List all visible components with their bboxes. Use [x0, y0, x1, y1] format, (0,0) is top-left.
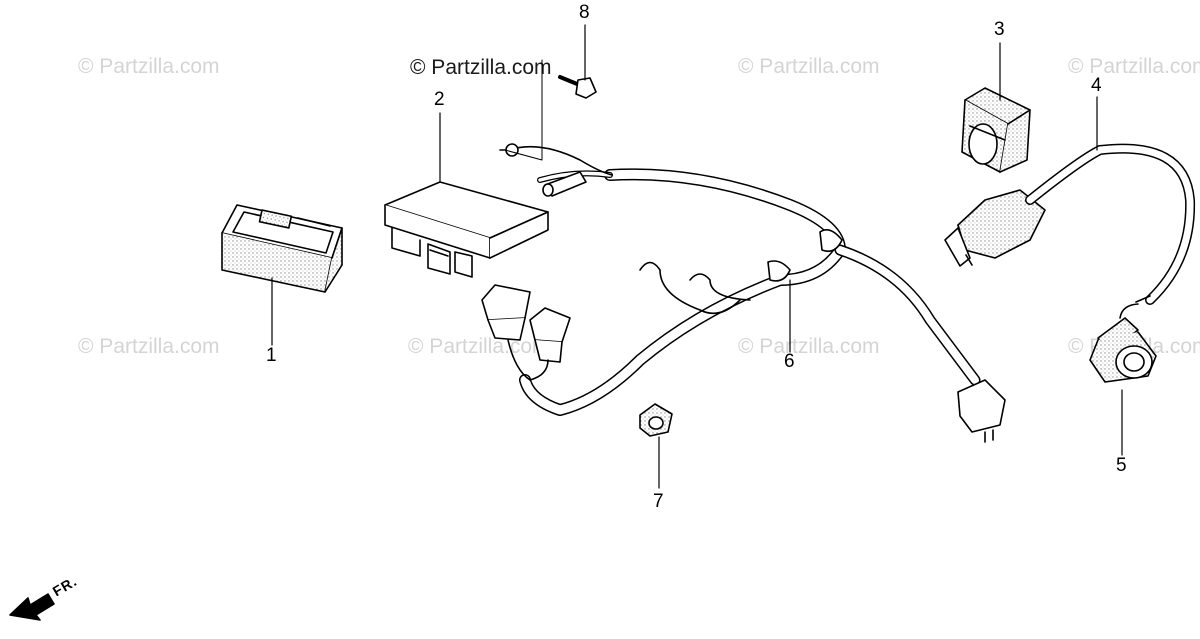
watermark: © Partzilla.com — [78, 55, 220, 78]
callout-8: 8 — [579, 2, 590, 23]
callout-2: 2 — [434, 89, 445, 110]
callout-6: 6 — [784, 351, 795, 372]
callout-7: 7 — [653, 491, 664, 512]
front-direction-arrow — [9, 593, 55, 621]
connector-box-part — [221, 204, 343, 293]
leader-lines — [271, 24, 1123, 489]
harness-clip-part — [639, 403, 673, 437]
callout-1: 1 — [266, 345, 277, 366]
clamp-block-part — [961, 87, 1031, 173]
watermark: © Partzilla.com — [738, 335, 880, 358]
brand-label: © Partzilla.com — [410, 56, 552, 79]
control-unit-part — [384, 181, 549, 278]
callout-5: 5 — [1116, 455, 1127, 476]
watermark: © Partzilla.com — [78, 335, 220, 358]
watermark: © Partzilla.com — [408, 335, 550, 358]
callout-3: 3 — [994, 19, 1005, 40]
bolt-part — [504, 59, 597, 161]
spark-plug-cap-part — [1089, 303, 1157, 383]
wire-harness-part — [481, 143, 1006, 443]
watermark: © Partzilla.com — [1068, 55, 1200, 78]
watermark: © Partzilla.com — [738, 55, 880, 78]
ignition-coil-part — [944, 143, 1196, 305]
callout-4: 4 — [1091, 75, 1102, 96]
